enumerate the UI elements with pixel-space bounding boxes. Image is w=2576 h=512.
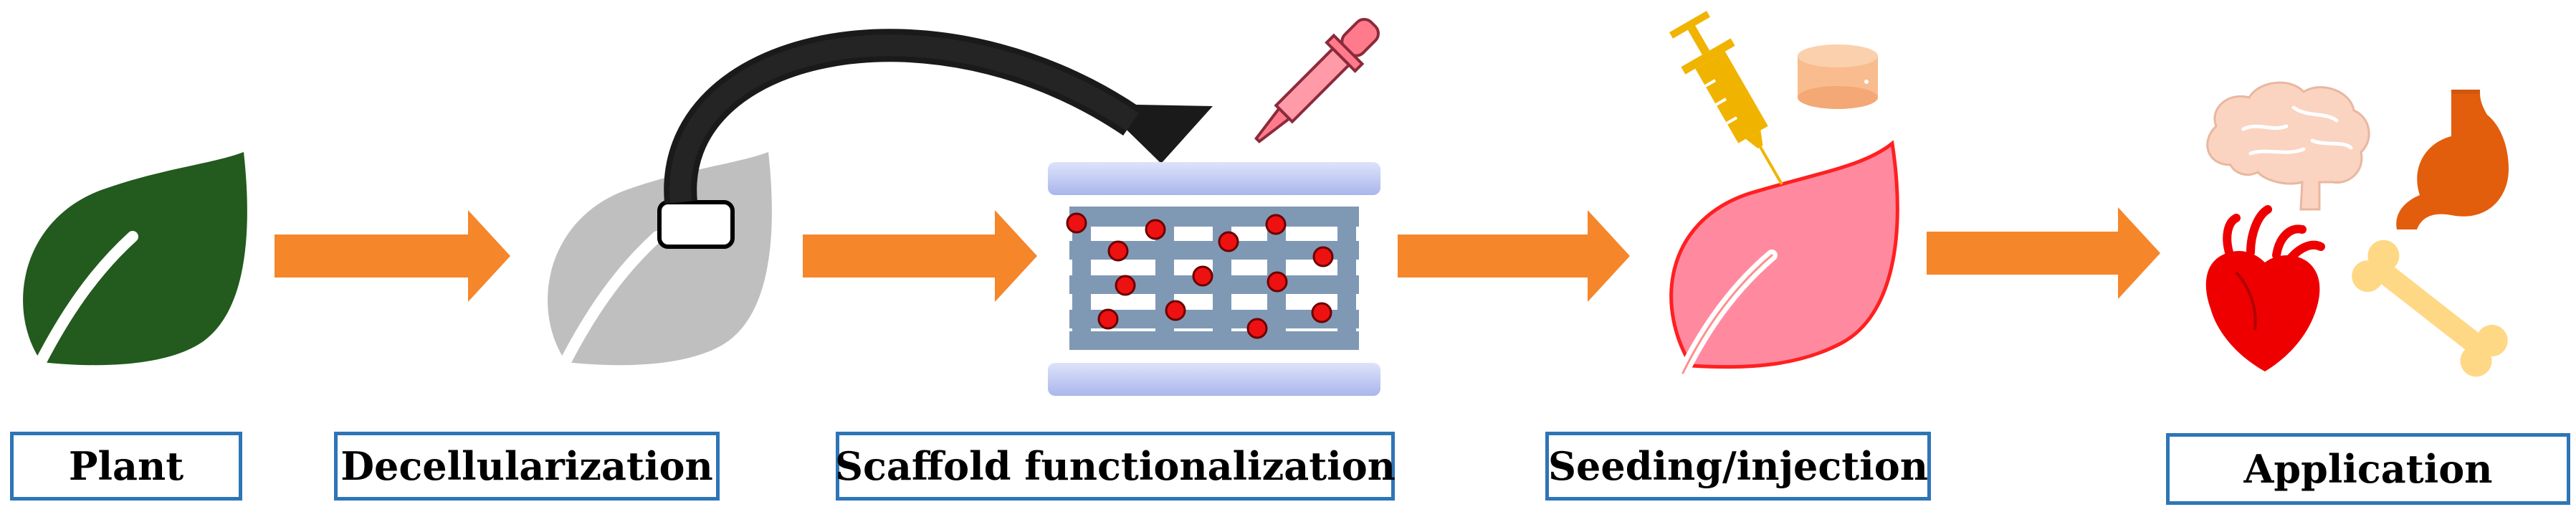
process-arrow-1: [275, 210, 510, 302]
scaffold-top-plate: [1048, 162, 1380, 195]
bone-icon: [2352, 240, 2508, 377]
petri-dish-icon: [1798, 44, 1878, 109]
sample-region-icon: [657, 200, 735, 249]
step-label-scaffold-functionalization: Scaffold functionalization: [835, 432, 1396, 501]
leaf-icon: [23, 152, 247, 370]
dropper-icon: [1254, 18, 1380, 143]
heart-icon: [2205, 205, 2325, 371]
scaffold-bottom-plate: [1048, 363, 1380, 396]
process-arrow-3: [1398, 210, 1630, 302]
step-label-seeding-injection: Seeding/injection: [1545, 432, 1931, 501]
step-label-decellularization: Decellularization: [334, 432, 720, 501]
cell-dots: [1066, 212, 1334, 339]
step-label-application: Application: [2166, 433, 2570, 505]
curved-arrow-icon: [664, 29, 1213, 204]
decellularized-leaf-icon: [548, 152, 772, 370]
syringe-icon: [1669, 11, 1783, 185]
step-label-plant: Plant: [10, 432, 242, 501]
brain-icon: [2206, 81, 2370, 211]
process-arrow-2: [803, 210, 1037, 302]
seeded-leaf-icon: [1669, 140, 1899, 379]
scaffold-icon: [1048, 162, 1380, 396]
process-arrow-4: [1927, 207, 2160, 299]
stomach-icon: [2396, 90, 2509, 229]
